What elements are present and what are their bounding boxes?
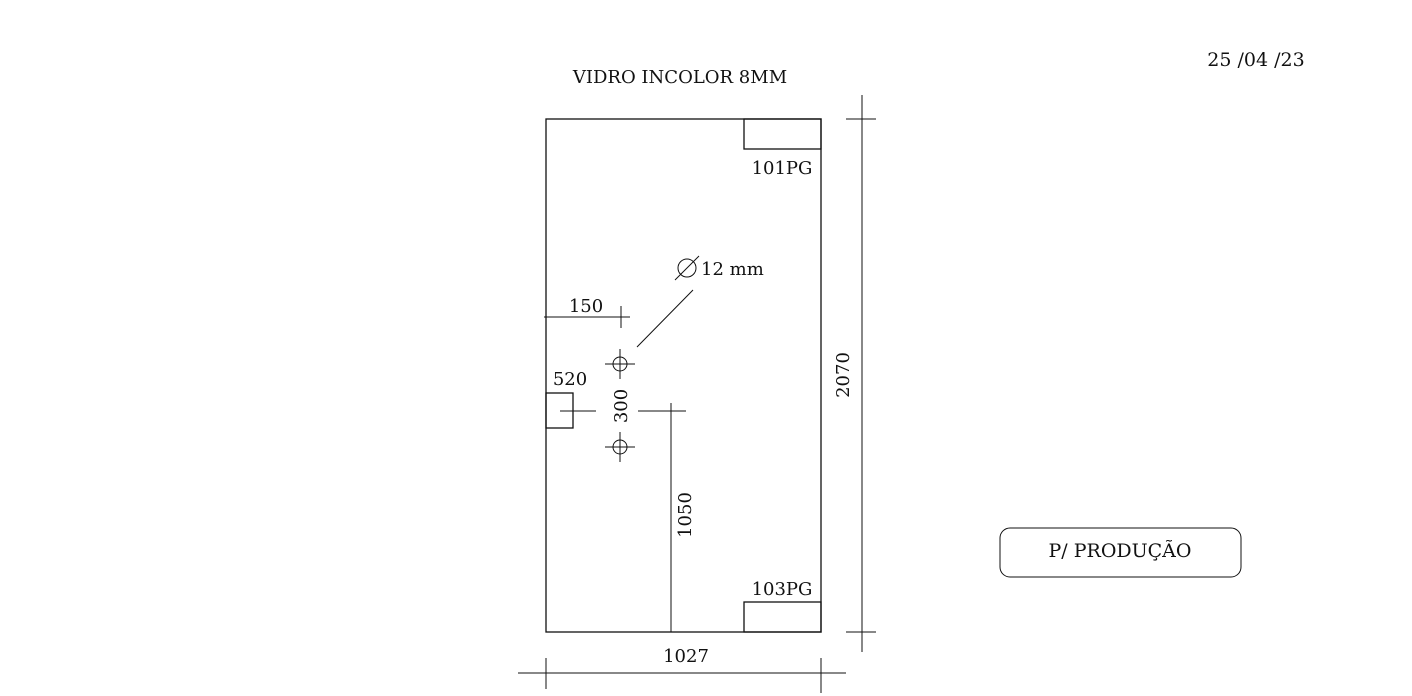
width-dimension: 1027 [663,646,709,667]
hardware-label-top: 101PG [752,158,813,179]
diameter-symbol-icon [674,255,700,281]
production-stamp-box [999,527,1242,578]
drawing-date: 25 /04 /23 [1207,49,1304,71]
hole-bottom [605,432,635,462]
production-stamp: P/ PRODUÇÃO [1049,540,1192,562]
height-dimension: 2070 [833,352,854,398]
hole-top [605,349,635,379]
hole-offset-dimension: 150 [569,296,603,317]
hole-diameter-label: 12 mm [701,259,764,280]
hole-spacing-dimension: 300 [611,389,632,423]
hardware-label-bottom: 103PG [752,579,813,600]
hardware-cutout-top [743,118,822,150]
notch-dimension: 520 [553,369,587,390]
diameter-leader [636,289,694,348]
drawing-title: VIDRO INCOLOR 8MM [572,67,787,88]
hole-height-dimension: 1050 [675,492,696,538]
glass-panel-outline [545,118,822,633]
hardware-cutout-bottom [743,601,822,633]
